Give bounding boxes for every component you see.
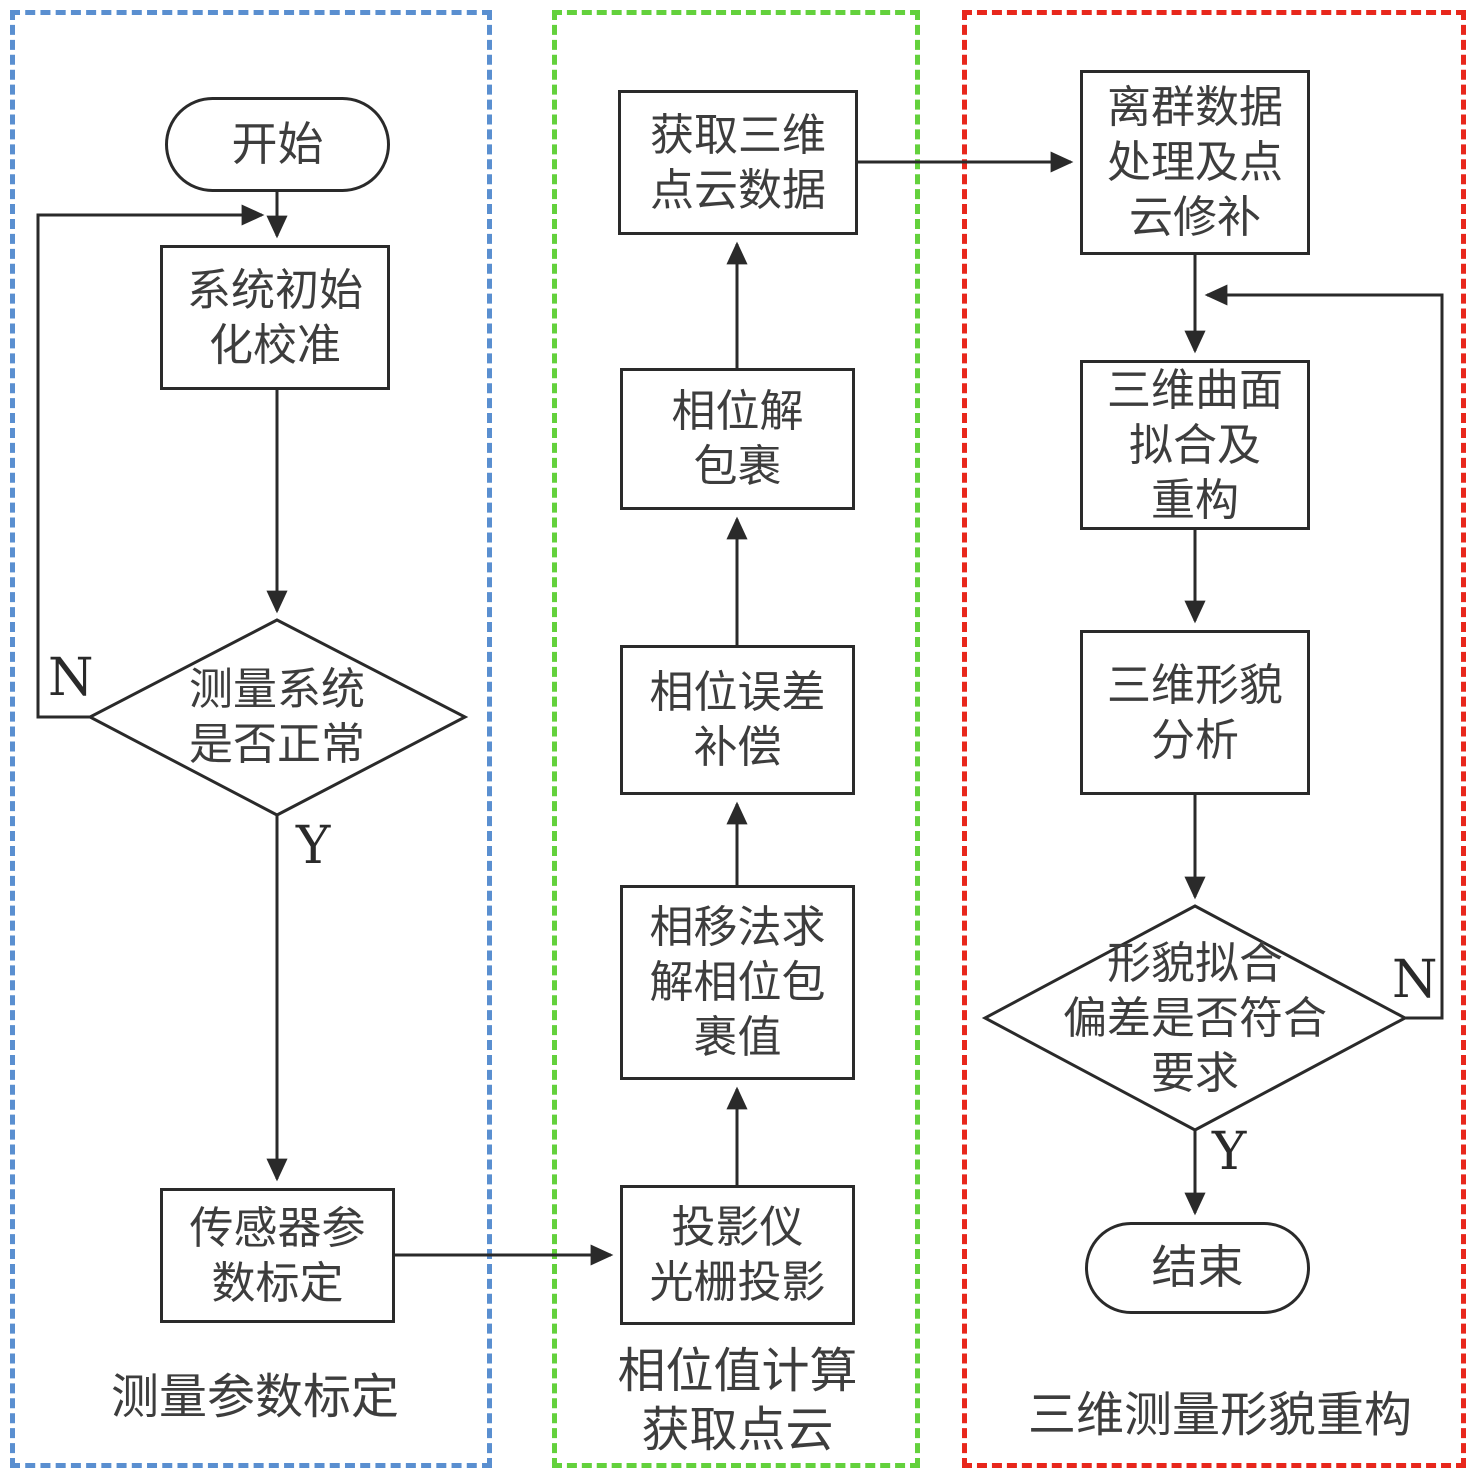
node-fit-ok-line3: 要求 (1151, 1047, 1239, 1099)
node-get-pointcloud-line2: 点云数据 (650, 164, 826, 216)
node-end-label: 结束 (1151, 1240, 1244, 1295)
node-projector-grating-projection: 投影仪 光栅投影 (620, 1185, 855, 1325)
node-phase-unwrap-line1: 相位解 (671, 386, 804, 437)
section-label-phase-line2: 获取点云 (641, 1401, 834, 1458)
node-system-init-calibration: 系统初始 化校准 (160, 245, 390, 390)
node-measure-ok-line2: 是否正常 (189, 719, 365, 770)
node-phase-unwrap-line2: 包裹 (693, 441, 782, 492)
section-phase-frame (552, 10, 920, 1468)
node-shape-analysis: 三维形貌 分析 (1080, 630, 1310, 795)
node-surface-fit-line1: 三维曲面 (1107, 364, 1283, 416)
node-phase-shift-line3: 裹值 (693, 1012, 782, 1063)
diamond-fit-ok-shape (981, 904, 1409, 1132)
node-phase-shift-line2: 解相位包 (649, 957, 826, 1008)
node-fit-ok-line1: 形貌拟合 (1107, 937, 1283, 989)
arrow-fitok-no-feedback (1204, 284, 1444, 1020)
node-phase-shift-line1: 相移法求 (649, 902, 826, 953)
section-reconstruction-frame (962, 10, 1466, 1468)
node-projector-line1: 投影仪 (671, 1202, 804, 1253)
node-measure-ok-line1: 测量系统 (189, 664, 365, 715)
node-fit-deviation-ok: 形貌拟合 偏差是否符合 要求 (1020, 928, 1370, 1108)
node-surface-fit-line2: 拟合及 (1129, 419, 1261, 471)
node-shape-analysis-line2: 分析 (1151, 714, 1239, 766)
node-fit-ok-line2: 偏差是否符合 (1063, 992, 1327, 1044)
node-outlier-processing: 离群数据 处理及点 云修补 (1080, 70, 1310, 255)
node-phase-error-compensation: 相位误差 补偿 (620, 645, 855, 795)
arrow-measureok-no-feedback (36, 204, 265, 719)
branch-label-measure-yes: Y (296, 816, 331, 876)
node-system-init-line1: 系统初始 (187, 264, 363, 316)
node-system-init-line2: 化校准 (209, 319, 341, 371)
node-sensor-calib-line2: 数标定 (211, 1257, 344, 1309)
node-measure-system-ok: 测量系统 是否正常 (127, 637, 427, 797)
node-get-pointcloud-data: 获取三维 点云数据 (618, 90, 858, 235)
branch-label-measure-no: N (48, 648, 94, 708)
node-sensor-parameter-calibration: 传感器参 数标定 (160, 1188, 395, 1323)
node-phase-error-line1: 相位误差 (649, 667, 826, 718)
node-phase-shift-solve: 相移法求 解相位包 裹值 (620, 885, 855, 1080)
node-phase-unwrapping: 相位解 包裹 (620, 368, 855, 510)
node-end: 结束 (1085, 1222, 1310, 1314)
section-label-reconstruction: 三维测量形貌重构 (1027, 1387, 1412, 1443)
branch-label-fit-no: N (1392, 950, 1438, 1010)
node-outlier-line1: 离群数据 (1107, 82, 1283, 133)
node-start-label: 开始 (231, 116, 324, 171)
node-projector-line2: 光栅投影 (649, 1257, 826, 1308)
node-outlier-line3: 云修补 (1129, 192, 1261, 243)
node-outlier-line2: 处理及点 (1107, 137, 1283, 188)
node-surface-fit-line3: 重构 (1151, 474, 1239, 526)
node-surface-fitting-reconstruction: 三维曲面 拟合及 重构 (1080, 360, 1310, 530)
branch-label-fit-yes: Y (1212, 1122, 1247, 1182)
node-get-pointcloud-line1: 获取三维 (650, 109, 826, 161)
section-label-calibration: 测量参数标定 (110, 1369, 399, 1425)
node-start: 开始 (165, 97, 390, 192)
node-shape-analysis-line1: 三维形貌 (1107, 659, 1283, 711)
node-phase-error-line2: 补偿 (693, 722, 782, 773)
section-label-phase-line1: 相位值计算 (617, 1343, 858, 1399)
diamond-measure-ok-shape (86, 618, 469, 817)
node-sensor-calib-line1: 传感器参 (189, 1202, 366, 1254)
section-label-phase: 相位值计算 获取点云 (560, 1342, 915, 1459)
section-calibration-frame (10, 10, 492, 1468)
